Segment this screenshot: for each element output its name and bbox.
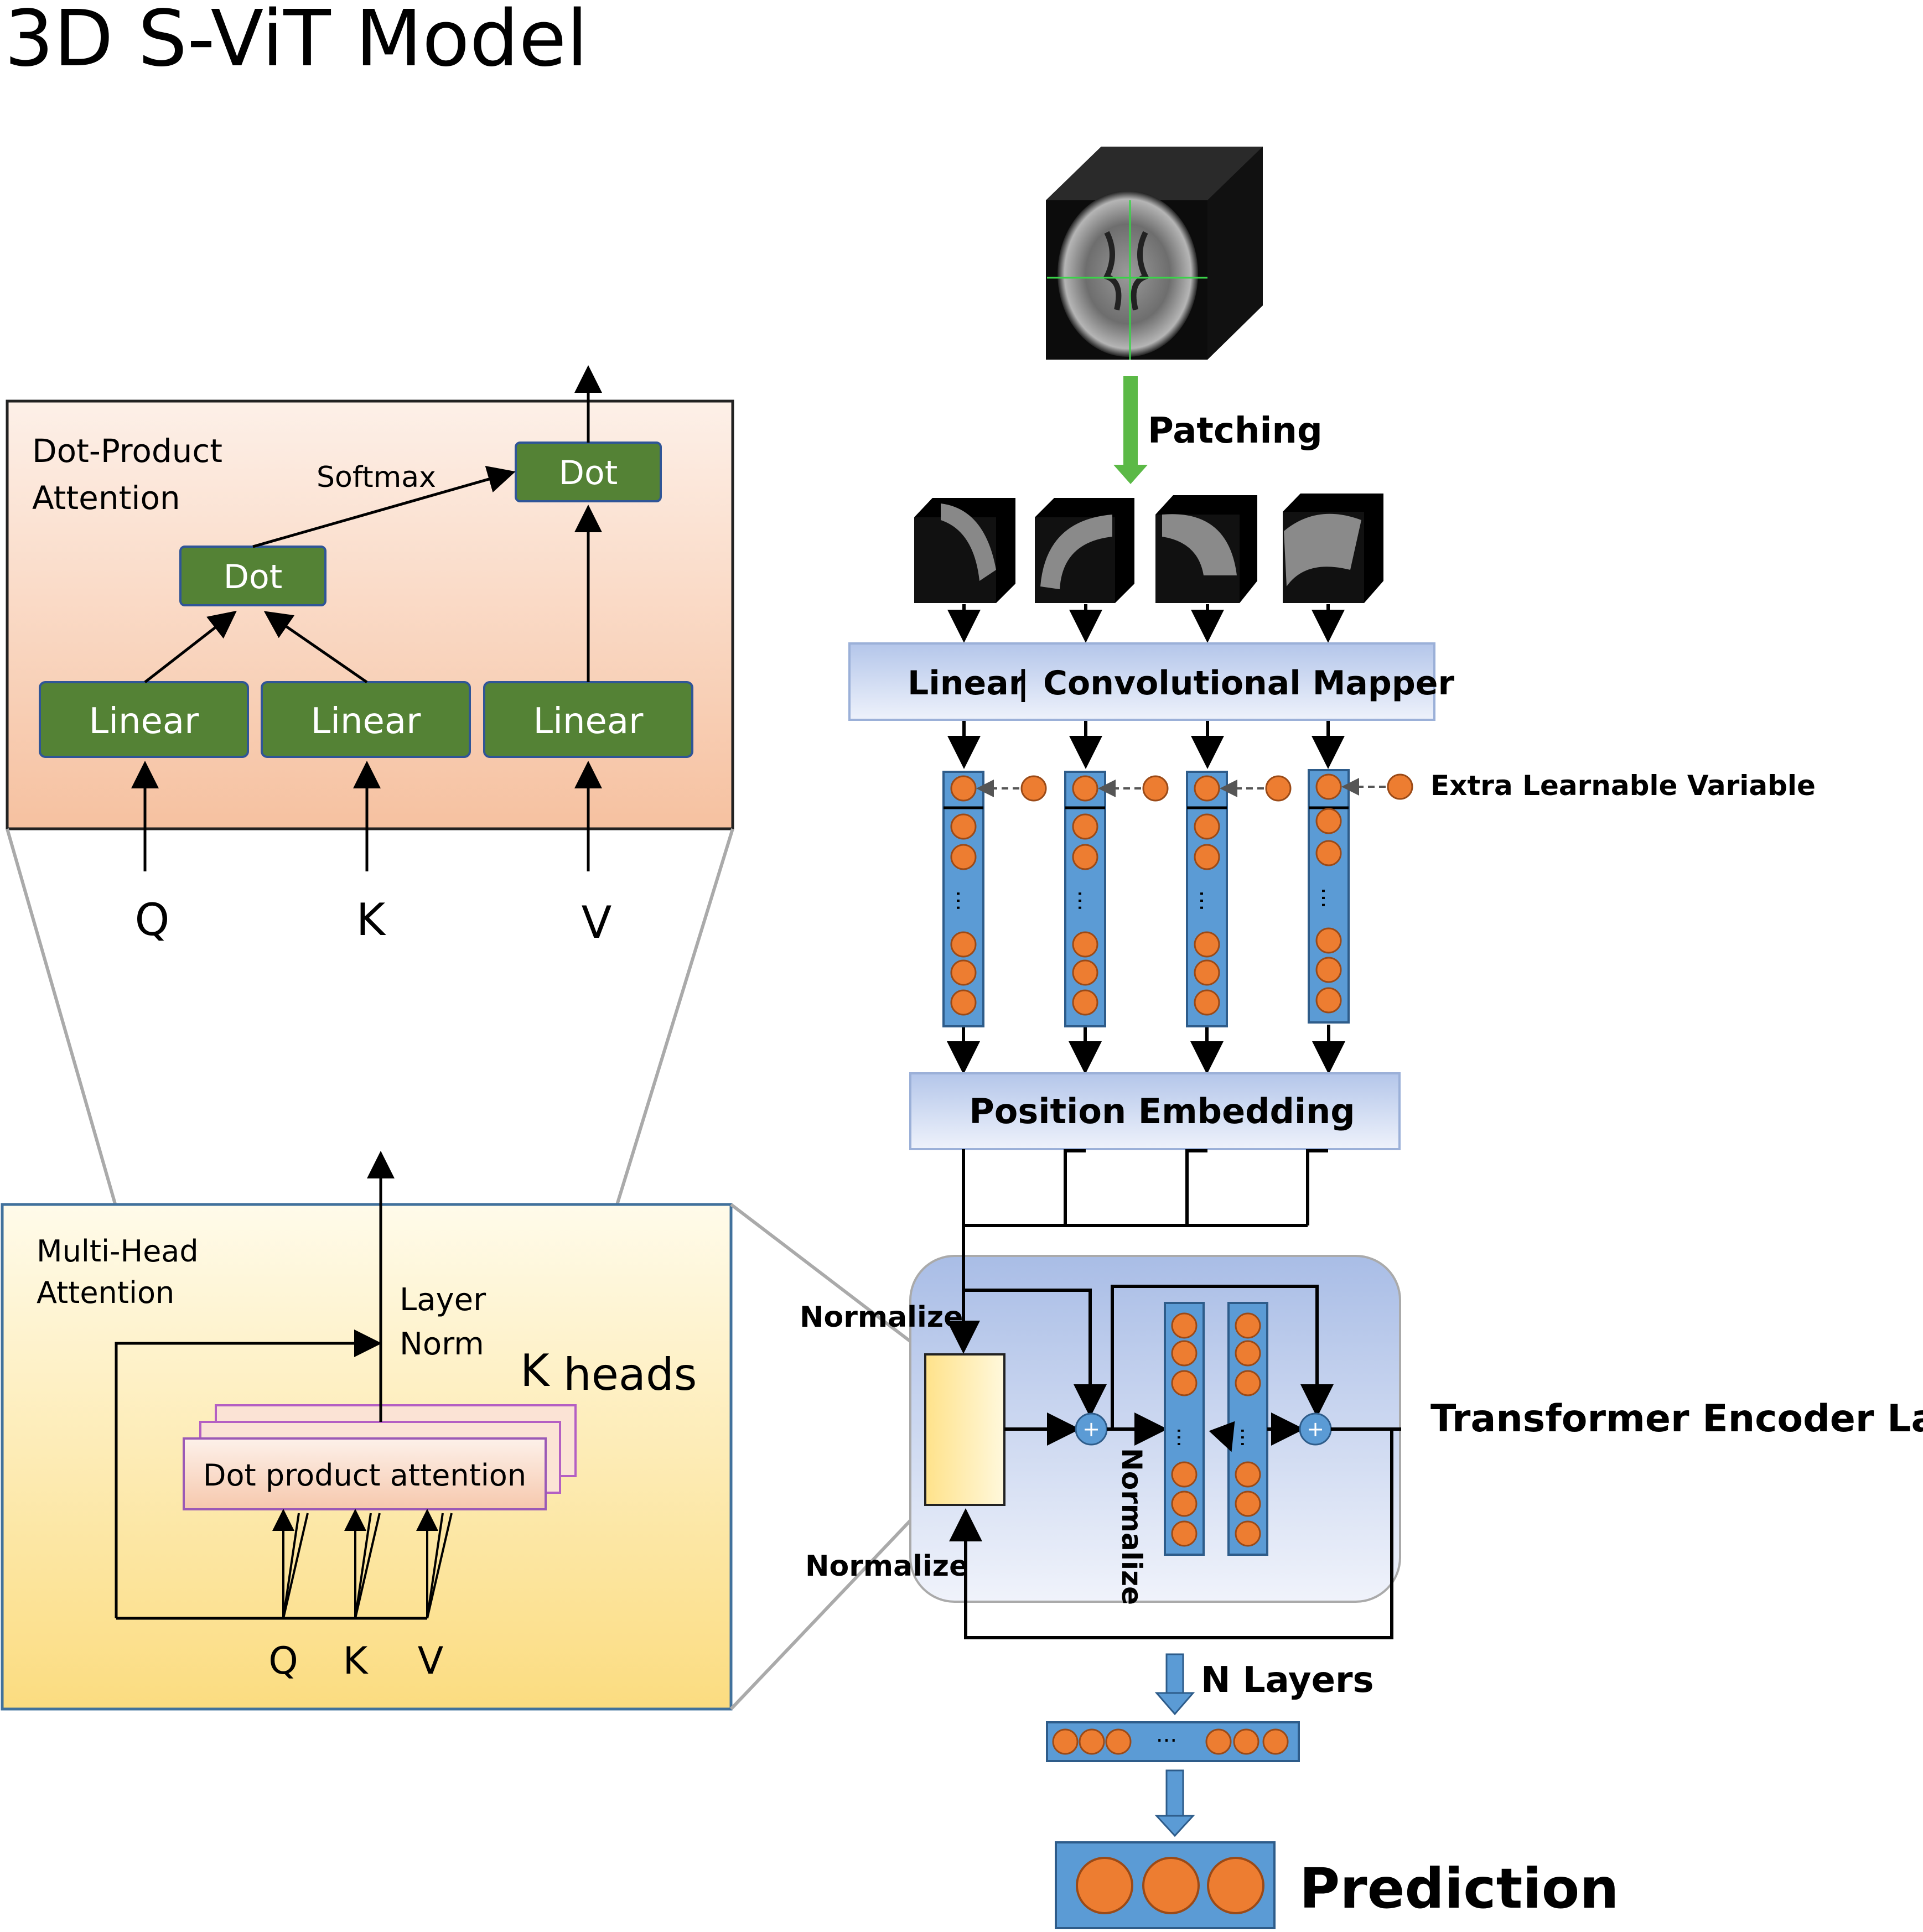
linear-k-box: Linear <box>261 681 471 758</box>
arrow-linear-q-to-dot <box>144 610 237 683</box>
token-column-3: ... <box>1186 771 1228 1027</box>
svg-text:...: ... <box>1316 887 1342 908</box>
mha-title-line2: Attention <box>37 1275 174 1310</box>
mha-qkv-arrows <box>272 1509 453 1619</box>
extra-learnable-label: Extra Learnable Variable <box>1430 770 1816 802</box>
position-embedding-box: Position Embedding <box>909 1072 1401 1150</box>
arrow-linear-k-to-dot <box>263 611 368 684</box>
dot-product-attention-box: Dot product attention <box>183 1437 547 1510</box>
patch-icons <box>914 494 1383 603</box>
patch-1-icon <box>914 498 1015 603</box>
svg-text:...: ... <box>1173 1427 1197 1447</box>
page-title: 3D S-ViT Model <box>4 0 588 84</box>
dp-v-label: V <box>582 897 612 948</box>
linear-k-label: Linear <box>311 701 422 742</box>
dot-product-attention-label: Dot product attention <box>203 1458 526 1493</box>
svg-text:...: ... <box>1236 1427 1261 1447</box>
mapper-label-sep: | <box>1017 664 1029 703</box>
dot-top-box: Dot <box>515 442 662 502</box>
mha-connector-top <box>730 1203 926 1354</box>
mha-q-label: Q <box>268 1639 298 1683</box>
prediction-label: Prediction <box>1299 1856 1619 1921</box>
k-heads-k: K <box>520 1345 551 1396</box>
dp-q-label: Q <box>135 894 170 946</box>
layer-norm-line2: Norm <box>400 1326 484 1362</box>
svg-text:...: ... <box>951 890 977 911</box>
patch-3-icon <box>1155 495 1257 603</box>
svg-text:+: + <box>1307 1417 1324 1441</box>
prediction-arrow <box>1154 1769 1195 1837</box>
arrow-dot-to-dot <box>252 465 516 548</box>
output-token-row: ... <box>1046 1721 1300 1762</box>
patching-label: Patching <box>1148 411 1323 451</box>
linear-q-label: Linear <box>89 701 200 742</box>
dot-product-attention-panel: Dot-Product Attention Softmax Dot Dot Li… <box>6 365 734 830</box>
token-to-position-arrows <box>947 1025 1345 1074</box>
layer-norm-line1: Layer <box>400 1282 486 1318</box>
normalize-top-label: Normalize <box>800 1301 963 1334</box>
k-heads-label: heads <box>563 1349 697 1400</box>
linear-q-box: Linear <box>39 681 249 758</box>
normalize-vertical-label: Normalize <box>1116 1448 1148 1605</box>
transformer-encoder-block: + ... ... + <box>909 1225 1401 1639</box>
output-ellipsis: ... <box>1156 1722 1177 1747</box>
mha-residual-line <box>115 1329 382 1618</box>
prediction-box <box>1055 1841 1276 1929</box>
position-embedding-label: Position Embedding <box>969 1091 1355 1131</box>
extra-learnable-dots <box>976 773 1413 802</box>
token-column-2: ... <box>1064 771 1106 1027</box>
n-layers-arrow <box>1154 1653 1195 1716</box>
mha-k-label: K <box>343 1639 369 1683</box>
dot-product-panel-title-line1: Dot-Product <box>32 432 222 470</box>
dot-mid-label: Dot <box>224 558 282 596</box>
linear-v-label: Linear <box>533 701 644 742</box>
mha-connector-bottom <box>729 1503 927 1711</box>
dot-mid-box: Dot <box>179 546 326 606</box>
patching-arrow <box>1113 376 1148 484</box>
svg-text:...: ... <box>1195 890 1220 911</box>
encoder-normalize-box <box>924 1353 1005 1506</box>
patch-2-icon <box>1035 498 1134 603</box>
token-column-4: ... <box>1308 769 1350 1024</box>
patch-to-mapper-arrows <box>947 604 1345 643</box>
multi-head-attention-panel: Multi-Head Attention Layer Norm K heads … <box>1 1151 733 1711</box>
svg-text:+: + <box>1082 1417 1100 1441</box>
token-column-1: ... <box>942 771 984 1027</box>
svg-text:...: ... <box>1073 890 1098 911</box>
mapper-label-left: Linear <box>908 664 1025 703</box>
mri-volume-icon <box>1046 147 1263 360</box>
patch-4-icon <box>1283 494 1383 603</box>
normalize-bottom-label: Normalize <box>805 1550 968 1583</box>
mapper-to-token-arrows <box>947 721 1345 769</box>
embedding-merge-lines <box>962 1149 1328 1227</box>
linear-v-box: Linear <box>483 681 693 758</box>
n-layers-label: N Layers <box>1201 1660 1374 1701</box>
mha-title-line1: Multi-Head <box>37 1234 199 1269</box>
mapper-box: Linear | Convolutional Mapper <box>848 642 1454 721</box>
transformer-encoder-label: Transformer Encoder Layer <box>1430 1397 1923 1441</box>
dot-top-label: Dot <box>559 454 618 492</box>
mha-v-label: V <box>418 1639 444 1683</box>
dot-product-panel-title-line2: Attention <box>32 479 180 517</box>
mapper-label-right: Convolutional Mapper <box>1043 664 1454 703</box>
dp-k-label: K <box>356 894 387 946</box>
softmax-label: Softmax <box>317 461 436 494</box>
